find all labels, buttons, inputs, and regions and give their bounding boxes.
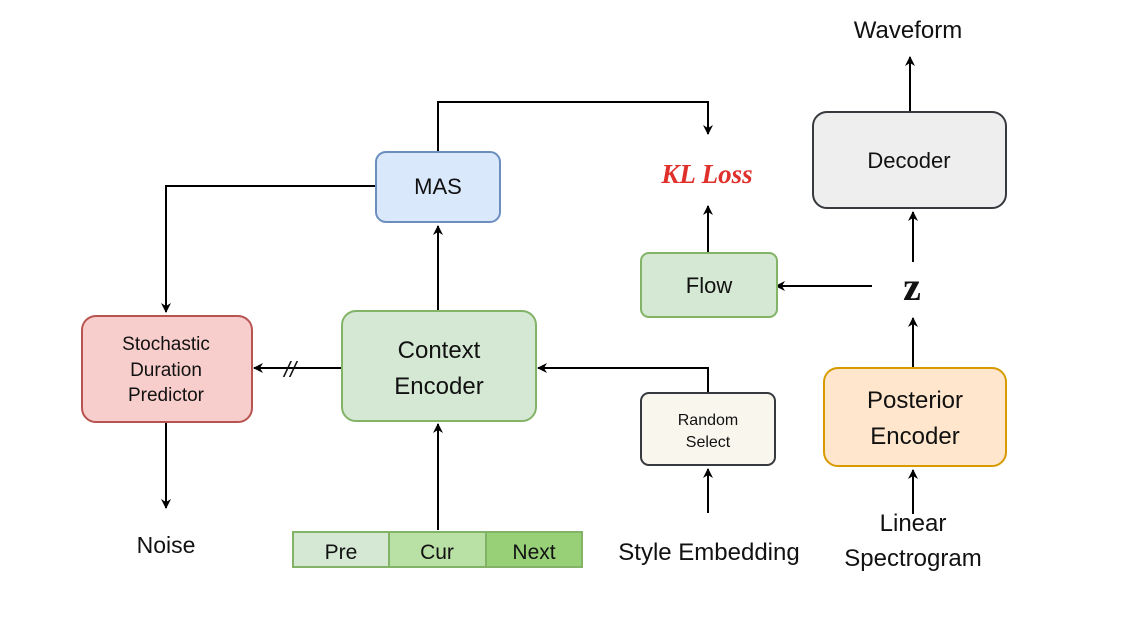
arrow-mas-to-kl-loss — [437, 101, 713, 152]
decoder-block: Decoder — [812, 111, 1007, 209]
duration-predictor-label-line3: Predictor — [128, 385, 205, 406]
segment-next-label: Next — [512, 541, 555, 564]
posterior-encoder-block: Posterior Encoder — [823, 367, 1007, 467]
segment-cur-label: Cur — [420, 541, 454, 564]
duration-predictor-label-line2: Duration — [130, 360, 202, 381]
context-segment-bar: Pre Cur Next — [292, 531, 583, 568]
style-embedding-label: Style Embedding — [618, 539, 799, 566]
posterior-encoder-label-line2: Encoder — [870, 423, 959, 450]
posterior-encoder-label-line1: Posterior — [867, 387, 963, 414]
duration-predictor-label-line1: Stochastic — [122, 334, 210, 355]
noise-label: Noise — [137, 532, 196, 558]
latent-z-label: z — [903, 264, 921, 309]
decoder-label: Decoder — [867, 148, 950, 173]
arrow-mas-to-duration-predictor — [161, 185, 376, 313]
mas-label: MAS — [414, 174, 462, 199]
duration-predictor-block: Stochastic Duration Predictor — [81, 315, 253, 423]
context-encoder-block: Context Encoder — [341, 310, 537, 422]
linear-spectrogram-label-line2: Spectrogram — [844, 545, 981, 572]
flow-label: Flow — [686, 273, 733, 298]
stop-gradient-mark: // — [282, 357, 298, 382]
random-select-block: Random Select — [640, 392, 776, 466]
segment-pre-label: Pre — [325, 541, 358, 564]
waveform-label: Waveform — [854, 17, 962, 44]
mas-block: MAS — [375, 151, 501, 223]
flow-block: Flow — [640, 252, 778, 318]
linear-spectrogram-label-line1: Linear — [880, 510, 947, 537]
kl-loss-label: KL Loss — [660, 159, 752, 189]
arrow-random-select-to-context-encoder — [537, 363, 709, 393]
random-select-label-line2: Select — [686, 434, 731, 451]
random-select-label-line1: Random — [678, 412, 738, 429]
context-encoder-label-line1: Context — [398, 337, 481, 364]
context-encoder-label-line2: Encoder — [394, 373, 483, 400]
